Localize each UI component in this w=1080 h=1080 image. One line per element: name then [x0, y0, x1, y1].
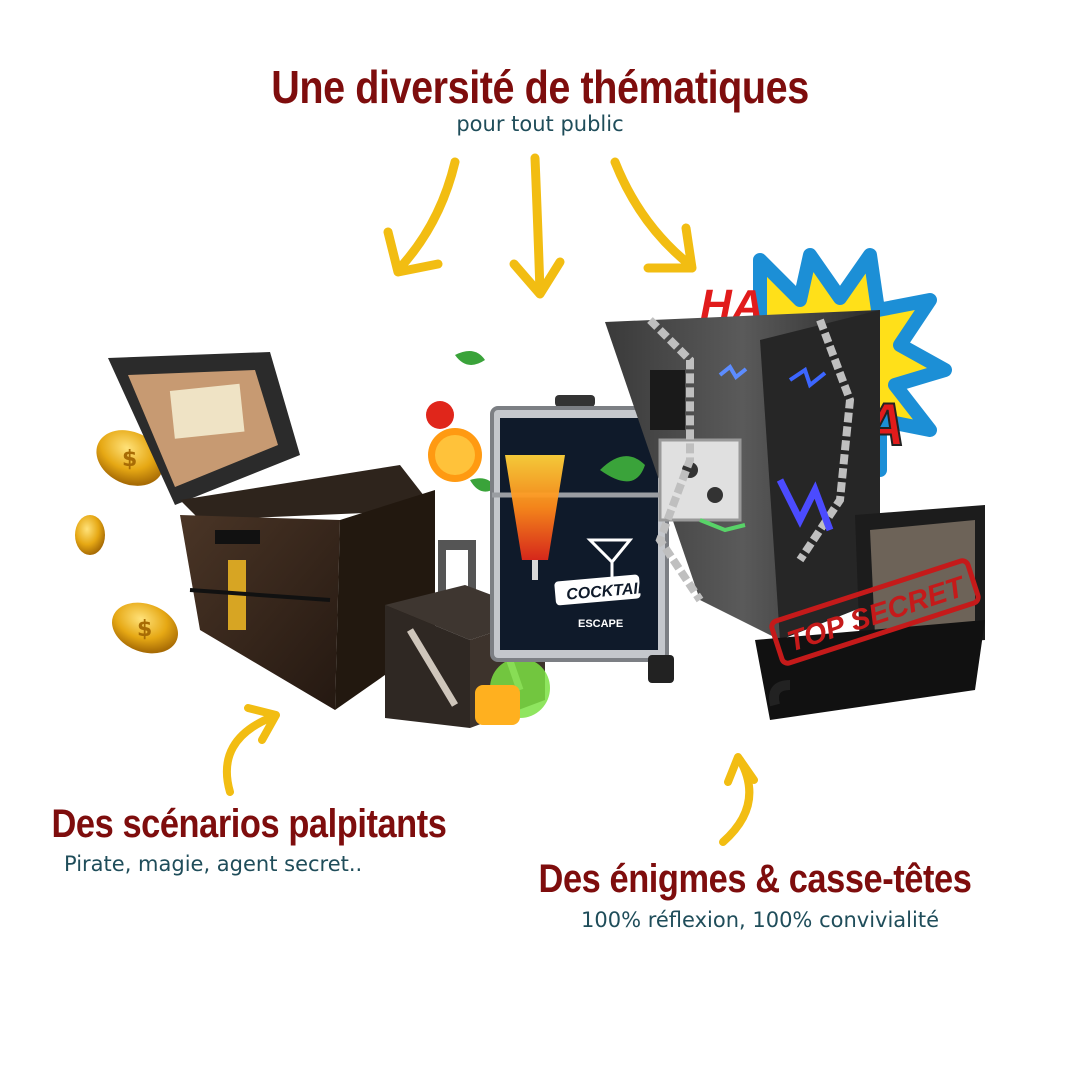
svg-text:$: $ — [122, 447, 137, 472]
graffiti-safe-image — [605, 310, 880, 640]
briefcase-image: TOP SECRET — [755, 505, 985, 720]
scenarios-subtitle: Pirate, magie, agent secret.. — [64, 852, 363, 876]
puzzles-subtitle: 100% réflexion, 100% convivialité — [581, 908, 939, 932]
magic-box-image — [385, 540, 550, 728]
scenarios-title: Des scénarios palpitants — [51, 802, 447, 846]
puzzles-title: Des énigmes & casse-têtes — [538, 857, 972, 901]
arrow-left-icon — [383, 157, 460, 277]
escape-label: ESCAPE — [578, 618, 623, 630]
gold-coins-icon: $ $ — [75, 430, 178, 654]
arrow-bottom-left-icon — [222, 704, 280, 796]
headline-subtitle: pour tout public — [456, 112, 624, 136]
cocktail-suitcase-image: COCKTAIL ESCAPE — [426, 351, 674, 683]
arrow-bottom-right-icon — [719, 753, 758, 846]
arrow-center-icon — [509, 153, 565, 299]
headline-title: Une diversité de thématiques — [271, 61, 809, 113]
arrow-right-icon — [610, 157, 697, 273]
svg-text:$: $ — [137, 617, 152, 642]
